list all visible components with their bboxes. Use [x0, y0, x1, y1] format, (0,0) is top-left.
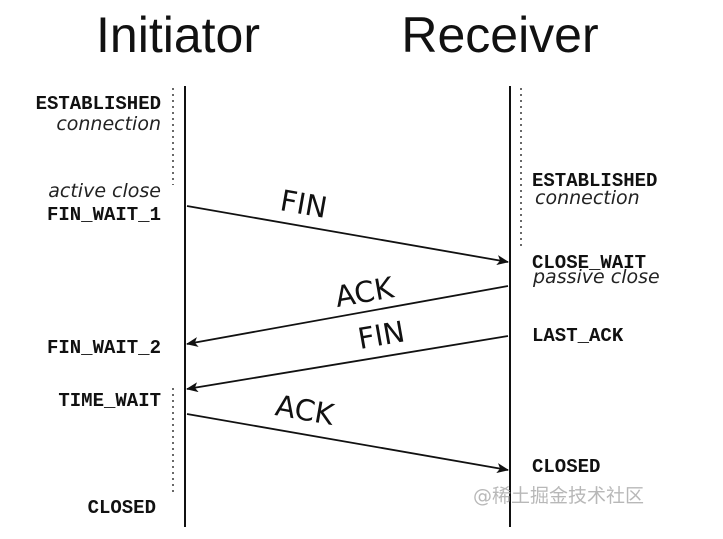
- fin-wait-2-state: FIN_WAIT_2: [47, 337, 161, 359]
- fin-1-arrow: [186, 205, 509, 266]
- ack-1-arrow: [186, 285, 509, 347]
- receiver-title: Receiver: [401, 7, 598, 63]
- initiator-established-note: connection: [56, 113, 161, 135]
- receiver-established-note: connection: [535, 187, 640, 209]
- initiator-established-state: ESTABLISHED: [36, 93, 161, 115]
- passive-close-note: passive close: [532, 266, 660, 288]
- receiver-established-state: ESTABLISHED: [532, 170, 657, 192]
- fin-2-label: FIN: [355, 314, 407, 356]
- close-wait-state: CLOSE_WAIT: [532, 252, 646, 274]
- watermark: @稀土掘金技术社区: [473, 485, 644, 507]
- receiver-closed-state: CLOSED: [532, 456, 600, 478]
- fin-1-label: FIN: [278, 183, 330, 225]
- initiator-title: Initiator: [96, 7, 260, 63]
- initiator-closed-state: CLOSED: [88, 497, 156, 519]
- active-close-note: active close: [48, 180, 161, 202]
- ack-2-arrow: [186, 413, 509, 474]
- time-wait-state: TIME_WAIT: [58, 390, 161, 412]
- fin-2-arrow: [186, 335, 509, 393]
- ack-2-label: ACK: [273, 388, 338, 432]
- fin-wait-1-state: FIN_WAIT_1: [47, 204, 161, 226]
- last-ack-state: LAST_ACK: [532, 325, 624, 347]
